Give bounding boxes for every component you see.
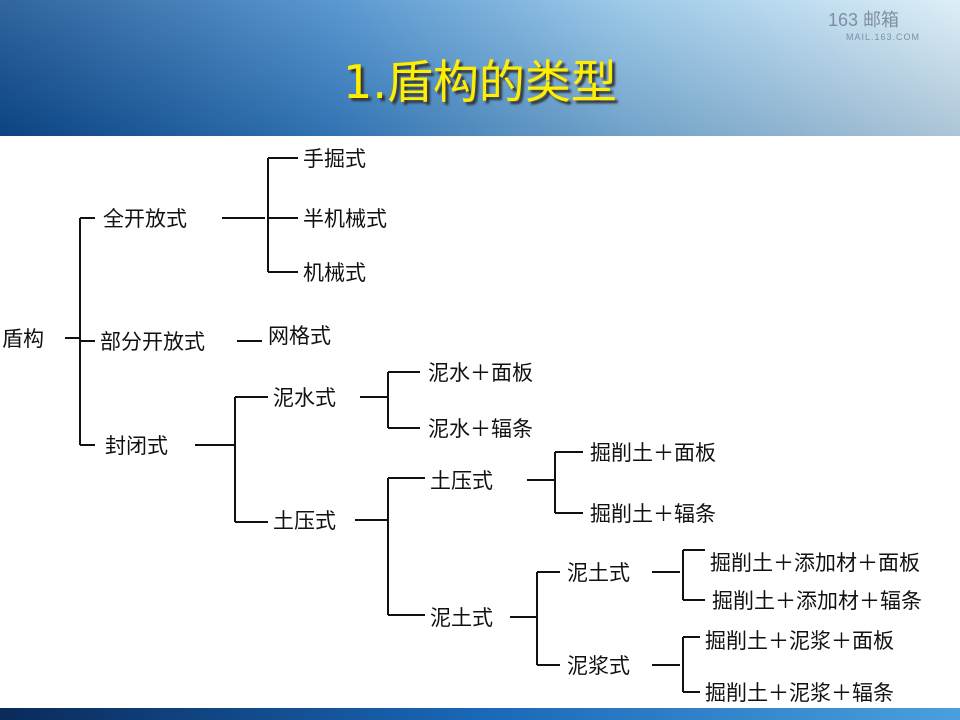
node-slurry: 泥水式 [273, 386, 336, 410]
logo-163-mail: 163 邮箱 MAIL.163.COM [828, 6, 920, 42]
node-semi-mechanical: 半机械式 [303, 207, 387, 231]
node-mud: 泥土式 [430, 606, 493, 630]
node-mechanical: 机械式 [303, 261, 366, 285]
node-open: 全开放式 [103, 207, 187, 231]
node-mud-additive-spoke: 掘削土＋添加材＋辐条 [712, 589, 922, 613]
node-mud-slurry-panel: 掘削土＋泥浆＋面板 [705, 629, 894, 653]
node-partial-open: 部分开放式 [100, 330, 205, 354]
node-root: 盾构 [2, 327, 44, 351]
node-manual: 手掘式 [303, 147, 366, 171]
node-mud-slurry: 泥浆式 [567, 654, 630, 678]
node-slurry-spoke: 泥水＋辐条 [428, 417, 533, 441]
node-epb-sub: 土压式 [430, 469, 493, 493]
node-epb-panel: 掘削土＋面板 [590, 441, 716, 465]
node-epb-spoke: 掘削土＋辐条 [590, 502, 716, 526]
node-mud-additive-panel: 掘削土＋添加材＋面板 [710, 551, 920, 575]
slide-title: 1.盾构的类型 [343, 55, 617, 109]
footer-band [0, 708, 960, 720]
node-epb: 土压式 [273, 509, 336, 533]
node-mud-slurry-spoke: 掘削土＋泥浆＋辐条 [705, 681, 894, 705]
logo-url: MAIL.163.COM [846, 32, 921, 42]
node-grid: 网格式 [268, 324, 331, 348]
logo-brand: 163 邮箱 [828, 10, 900, 30]
node-mud-sub: 泥土式 [567, 561, 630, 585]
node-slurry-panel: 泥水＋面板 [428, 361, 533, 385]
header-banner [0, 0, 960, 136]
node-closed: 封闭式 [105, 434, 168, 458]
